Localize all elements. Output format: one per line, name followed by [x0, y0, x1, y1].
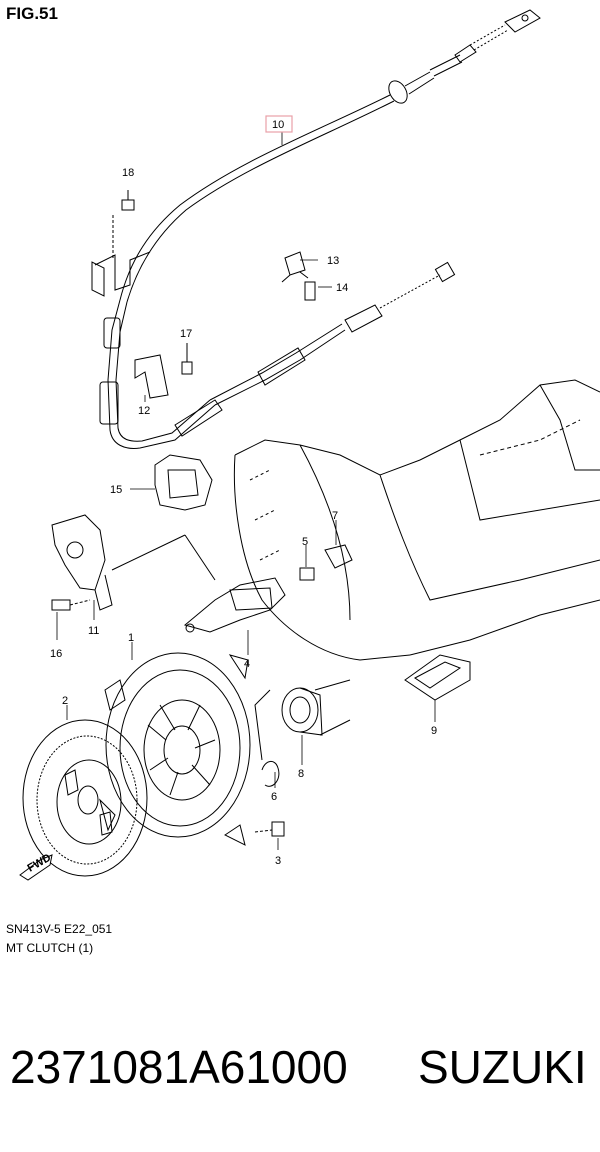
clutch-cable: [99, 9, 541, 449]
release-bracket-11: [51, 514, 106, 591]
cable-clip-12: [134, 354, 169, 399]
spring-clip-6: [261, 761, 280, 787]
callout-11: 11: [88, 625, 99, 637]
callout-14: 14: [336, 282, 348, 294]
figure-title: FIG.51: [6, 4, 58, 23]
release-fork-4: [183, 577, 286, 633]
callout-8: 8: [298, 768, 304, 780]
callout-7: 7: [332, 510, 338, 522]
callout-12: 12: [138, 405, 150, 417]
callout-16: 16: [50, 648, 62, 660]
callout-18: 18: [122, 167, 134, 179]
callout-10: 10: [272, 119, 284, 131]
boot-9: [404, 654, 471, 701]
bolt-14-icon: [304, 281, 316, 301]
clip-7: [324, 544, 353, 569]
callout-3: 3: [275, 855, 281, 867]
callout-9: 9: [431, 725, 437, 737]
diagram-code: SN413V-5 E22_051: [6, 922, 113, 936]
brand-name: SUZUKI: [418, 1041, 587, 1093]
pressure-plate-1: [99, 652, 251, 846]
bolt-3-icon: [271, 821, 285, 837]
bracket-15: [154, 454, 213, 511]
callout-4: 4: [244, 658, 250, 670]
callout-6: 6: [271, 791, 277, 803]
callout-13: 13: [327, 255, 339, 267]
callout-1: 1: [128, 632, 134, 644]
bolt-16-icon: [51, 599, 71, 611]
fwd-arrow-icon: [19, 854, 53, 881]
bolt-18-icon: [121, 199, 135, 211]
pivot-5-icon: [299, 567, 315, 581]
callout-15: 15: [110, 484, 122, 496]
diagram-name: MT CLUTCH (1): [6, 941, 94, 955]
bolt-17-icon: [181, 361, 193, 375]
callout-5: 5: [302, 536, 308, 548]
part-number: 2371081A61000: [10, 1041, 348, 1093]
cable-bracket: [94, 251, 151, 291]
callout-box-10: [265, 115, 293, 133]
release-bearing-8: [281, 679, 351, 736]
callout-2: 2: [62, 695, 68, 707]
clutch-disc-2: [22, 719, 148, 877]
clutch-exploded-diagram: FWD: [19, 9, 600, 881]
clip-13: [281, 251, 309, 283]
callout-17: 17: [180, 328, 192, 340]
transmission-housing: [233, 379, 600, 661]
